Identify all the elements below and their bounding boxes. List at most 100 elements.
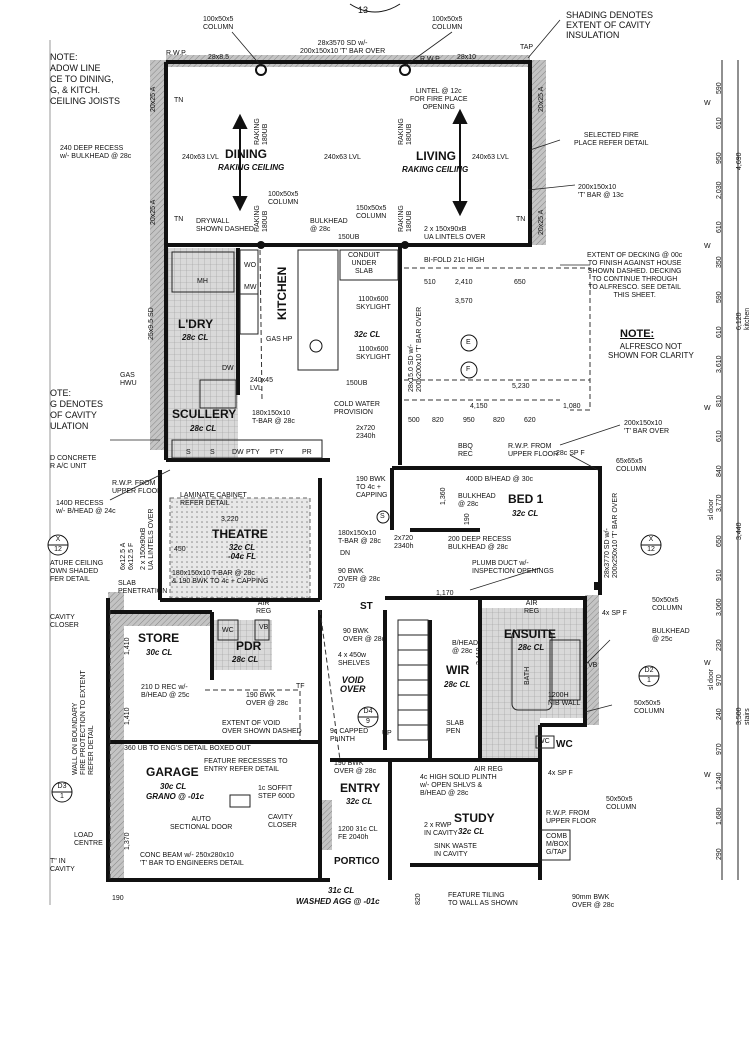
air-reg-2: AIR REG	[524, 600, 540, 615]
room-dining-label: DINING	[225, 147, 267, 161]
boundary-wall-note: WALL ON BOUNDARY FIRE PROTECTION TO EXTE…	[72, 670, 95, 775]
service-circles	[309, 334, 478, 524]
air-reg-1: AIR REG	[256, 600, 272, 615]
laundry-ceiling-label: 28c CL	[182, 333, 209, 342]
fixture-pantry-2: PTY	[270, 449, 284, 456]
sink-waste-note: SINK WASTE IN CAVITY	[434, 843, 477, 858]
ua-lintels-label-2: 2 x 150x90xB UA LINTELS OVER	[140, 508, 155, 570]
right-window-label: W	[704, 405, 711, 412]
bwk-90mm-note: 90mm BWK OVER @ 28c	[572, 894, 615, 909]
section-marker-x-right-num: 12	[647, 546, 655, 553]
tbar-over: 200x150x10 'T' BAR OVER	[624, 420, 670, 435]
drywall-note: DRYWALL SHOWN DASHED	[196, 218, 254, 233]
concrete-note: D CONCRETE R A/C UNIT	[50, 455, 97, 470]
lintel-right-label: 28x10	[457, 54, 477, 61]
fixture-vanity-2: VB	[588, 662, 598, 669]
fixture-sink-1: S	[186, 449, 191, 456]
fixture-vanity-1: VB	[259, 624, 269, 631]
column-ensuite-2: 50x50x5 COLUMN	[634, 700, 665, 715]
dim-3570: 3,570	[455, 298, 473, 305]
bed1-ceiling-label: 32c CL	[512, 509, 539, 518]
bwk-over-3: 190 BWK OVER @ 28c	[246, 692, 289, 707]
right-dim-value: 970	[716, 673, 723, 686]
fixture-tn-1: TN	[174, 97, 184, 104]
right-dim-value: 610	[716, 117, 723, 130]
fixture-microwave: MW	[244, 284, 257, 291]
column-mid-1: 100x50x5 COLUMN	[268, 191, 299, 206]
fixture-bath: BATH	[524, 666, 531, 685]
soffit-note: 1c SOFFIT STEP 600D	[258, 785, 295, 800]
right-dim-value: 2,030	[716, 181, 723, 199]
column-mid-2: 150x50x5 COLUMN	[356, 205, 387, 220]
sd-2720-b: 2x720 2340h	[394, 535, 414, 550]
right-window-label: W	[704, 772, 711, 779]
section-marker-x-right-id: X	[648, 536, 654, 543]
circle-f-label: F	[466, 366, 471, 373]
plumb-duct-note: PLUMB DUCT w/- INSPECTION OPENINGS	[472, 560, 554, 575]
right-dim-value: 810	[716, 395, 723, 408]
right-dim-value: 230	[716, 639, 723, 651]
wir-ceiling-label: 28c CL	[444, 680, 471, 689]
right-dim-value: 610	[716, 221, 723, 234]
dim-1170: 1,170	[436, 590, 454, 597]
bhead-wir: B/HEAD @ 28c	[452, 640, 479, 655]
sp-study: 4x SP F	[548, 770, 573, 777]
cavity-closer-1: CAVITY CLOSER	[50, 614, 79, 629]
fixture-tn-2: TN	[174, 216, 184, 223]
bulkhead-kitchen: BULKHEAD @ 28c	[310, 218, 348, 233]
portico-floor-label: WASHED AGG @ -01c	[296, 897, 380, 906]
cold-water-note: COLD WATER PROVISION	[334, 401, 380, 416]
ensuite-ceiling-label: 28c CL	[518, 643, 545, 652]
walls	[106, 60, 602, 882]
fireplace-note: SELECTED FIRE PLACE REFER DETAIL	[574, 132, 649, 147]
fixture-sink-2: S	[210, 449, 215, 456]
recess-200-note: 200 DEEP RECESS BULKHEAD @ 28c	[448, 536, 512, 551]
lintel-20x25-a: 20x25 A	[150, 86, 157, 112]
dim-4150: 4,150	[470, 403, 488, 410]
bwk-over-1: 90 BWK OVER @ 28c	[338, 568, 381, 583]
sd-2815-label: 28x15.0 SD w/- 200x200x10 'T' BAR OVER	[408, 306, 423, 392]
lintels-ua-note: 2 x 150x90xB UA LINTELS OVER	[424, 226, 486, 241]
right-dim-value: 840	[716, 465, 723, 477]
top-column-right-label: 100x50x5 COLUMN	[432, 16, 463, 31]
rwp-upper-1: R.W.P. FROM UPPER FLOOR	[112, 480, 163, 495]
dim-510: 510	[424, 279, 436, 286]
slab-penetration: SLAB PENETRATION	[118, 580, 168, 595]
right-group-label: 3,500 stairs	[736, 707, 750, 725]
lintel-left-label: 28x8.5	[208, 54, 230, 61]
bwk-over-2: 90 BWK OVER @ 28c	[343, 628, 386, 643]
room-store-label: STORE	[138, 631, 180, 645]
right-dimension-strings	[721, 60, 739, 880]
dim-1080: 1,080	[563, 403, 581, 410]
shading-legend: SHADING DENOTES EXTENT OF CAVITY INSULAT…	[566, 10, 654, 40]
tap-label: TAP	[520, 44, 534, 51]
top-column-left-label: 100x50x5 COLUMN	[203, 16, 234, 31]
fixture-pr: PR	[302, 449, 312, 456]
section-marker-d3-id: D3	[57, 783, 67, 790]
bulkhead-ensuite: BULKHEAD @ 25c	[652, 628, 690, 643]
entry-ceiling-label: 32c CL	[346, 797, 373, 806]
conc-beam-note: CONC BEAM w/- 250x280x10 'T' BAR TO ENGI…	[140, 852, 244, 867]
room-bed1-label: BED 1	[508, 492, 544, 506]
feature-tiling-note: FEATURE TILING TO WALL AS SHOWN	[448, 892, 518, 907]
fixture-dishwasher-2: DW	[232, 449, 244, 456]
rwp-upper-2: R.W.P. FROM UPPER FLOOR	[508, 443, 559, 458]
dining-ceiling-label: RAKING CEILING	[218, 163, 285, 172]
right-dim-value: 3,770	[716, 494, 723, 512]
room-portico-label: PORTICO	[334, 856, 380, 867]
right-dim-value: 650	[716, 534, 723, 547]
raking-lintel-1: RAKING 180UB	[254, 118, 269, 145]
right-dim-value: 240	[716, 708, 723, 721]
dim-650: 650	[514, 279, 526, 286]
bulkhead-bed: BULKHEAD @ 28c	[458, 493, 496, 508]
room-wc-label: WC	[556, 739, 573, 750]
shelves-note: 4 x 450w SHELVES	[338, 652, 370, 667]
right-dim-value: 3,610	[716, 355, 723, 373]
thin-lines	[171, 249, 581, 861]
tf-label: TF	[296, 683, 305, 690]
room-wir-label: WIR	[446, 663, 470, 677]
stair-up-label: UP	[382, 730, 392, 737]
fixture-wall-oven: WO	[244, 262, 257, 269]
capped-plinth: 9c CAPPED PLINTH	[330, 728, 369, 743]
fe-2040-note: 1200 31c CL FE 2040h	[338, 826, 378, 841]
